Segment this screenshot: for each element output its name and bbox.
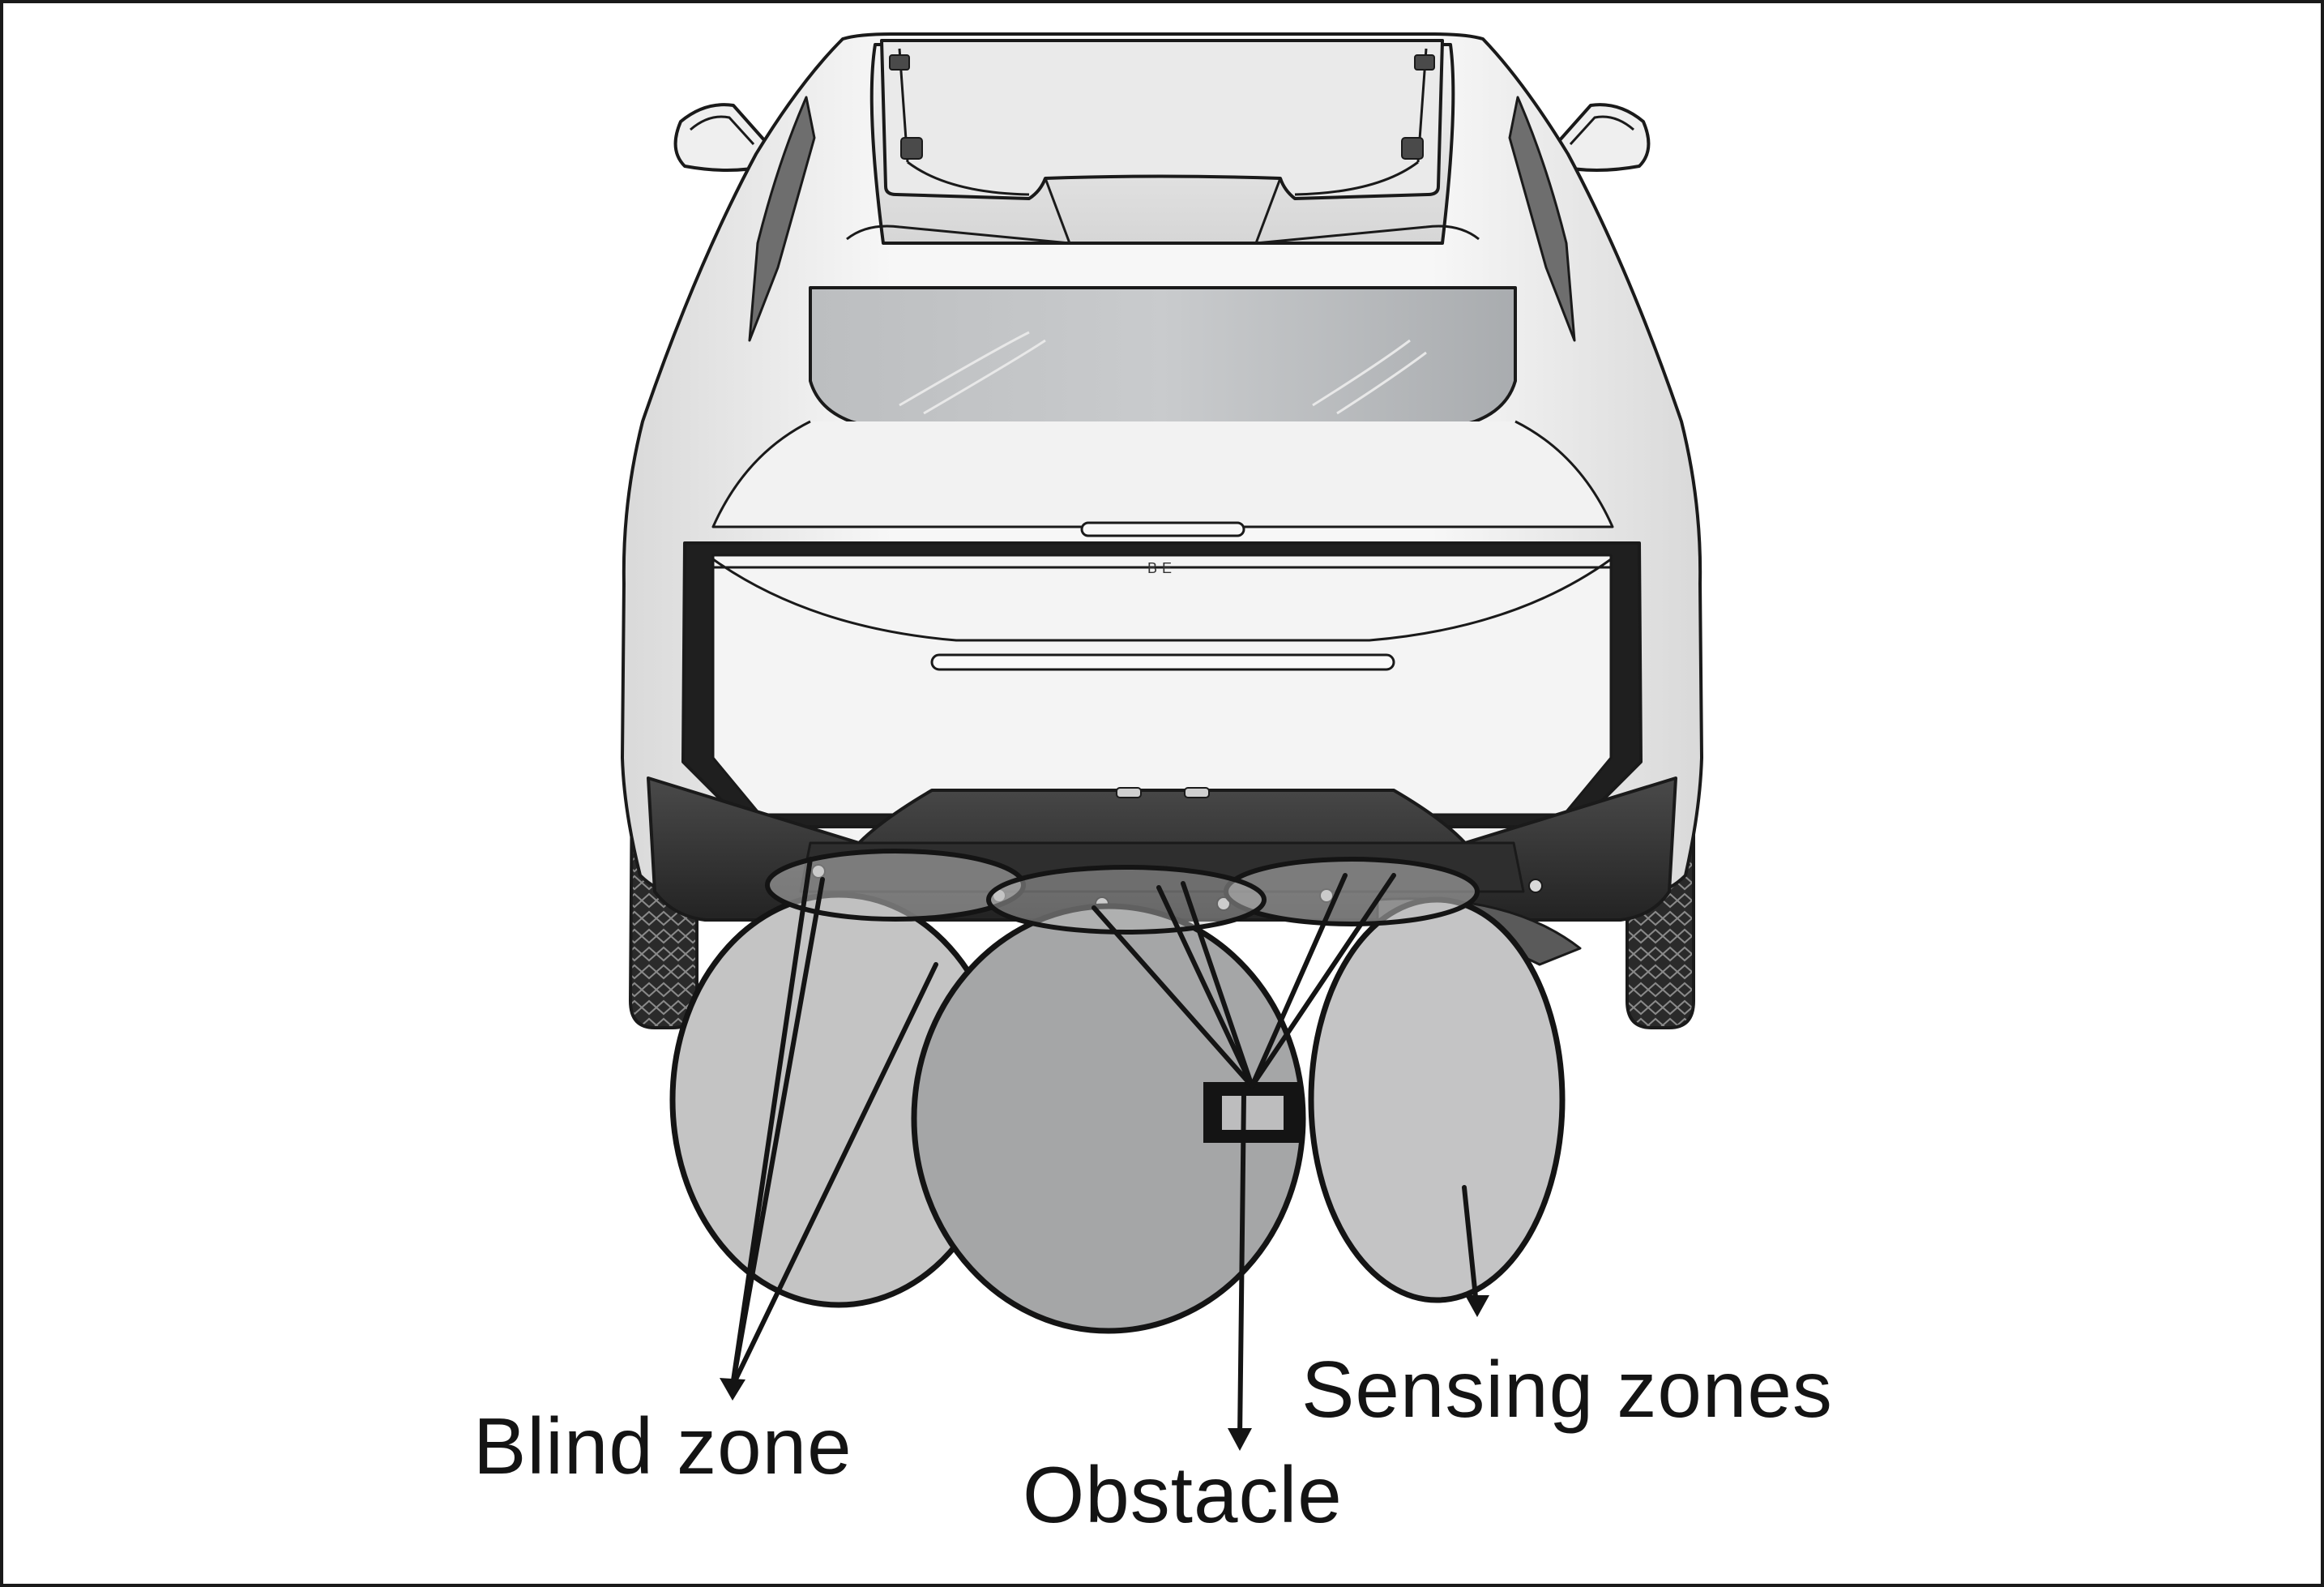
blind-zone-lobe-center [986, 865, 1267, 935]
sensing-zones-pointer [1462, 1185, 1479, 1307]
sensing-zones-label: Sensing zones [1301, 1345, 1833, 1434]
blind-zone-pointer-2 [730, 857, 813, 1388]
blind-zone-lobe-left [765, 849, 1026, 922]
blind-zone-pointer-3 [730, 962, 938, 1388]
right-mirror [1557, 103, 1651, 172]
pointer-lines [730, 857, 1479, 1441]
sensing-zone-right [1308, 896, 1566, 1303]
arrowheads [720, 1295, 1489, 1451]
blind-zone-lobe-right [1224, 857, 1480, 926]
obstacle-pointer [1237, 1092, 1246, 1441]
left-mirror [673, 103, 767, 172]
tailgate [711, 554, 1613, 816]
roof-spoiler [880, 39, 1444, 200]
blind-zone-pointer-1 [730, 877, 825, 1388]
vehicle-badge: BE [1147, 560, 1177, 576]
blind-zone-label: Blind zone [473, 1401, 852, 1491]
sensor-6 [1528, 879, 1543, 893]
sensing-zones [669, 849, 1566, 1334]
blind-zone-arrowhead [720, 1378, 745, 1401]
sensor-4 [1216, 896, 1231, 911]
vehicle-rear-view: BE [621, 32, 1703, 1029]
obstacle-label: Obstacle [1023, 1450, 1343, 1539]
obstacle-arrowhead [1228, 1428, 1252, 1451]
brake-light [1080, 521, 1245, 537]
sensing-zones-arrowhead [1465, 1295, 1489, 1317]
sensing-zone-center [911, 903, 1306, 1334]
